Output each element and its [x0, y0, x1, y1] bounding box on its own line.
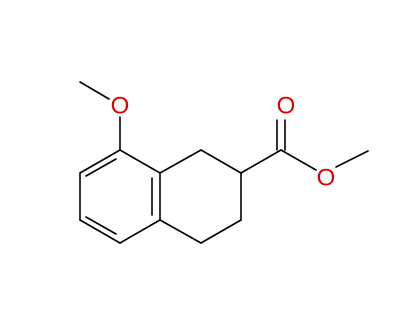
ester-bond-oxygen-methyl [335, 150, 369, 168]
aromatic-double-bond-inner-c6-c5 [85, 216, 117, 235]
methoxy-methyl-bond [79, 81, 110, 100]
aromatic-bond-c8-c7 [79, 149, 121, 174]
aromatic-bond-c8a-c8 [119, 149, 161, 174]
ring-bond-c1-c2 [200, 149, 242, 174]
ester-bond-c2-carbonyl [240, 149, 282, 174]
ring-bond-c3-c4 [200, 219, 242, 244]
aromatic-bond-c6-c5 [79, 219, 121, 244]
ring-bond-c8a-c1 [159, 149, 202, 174]
carbonyl-oxygen-label: O [277, 93, 296, 120]
aromatic-double-bond-inner-c8-c7 [85, 158, 117, 177]
ester-oxygen-label: O [317, 165, 336, 192]
methoxy-oxygen-label: O [111, 93, 130, 120]
aromatic-bond-c5-c4a [119, 219, 161, 244]
ester-bond-carbonyl-oxygen [280, 149, 317, 171]
ring-bond-c4-c4a [159, 219, 202, 244]
